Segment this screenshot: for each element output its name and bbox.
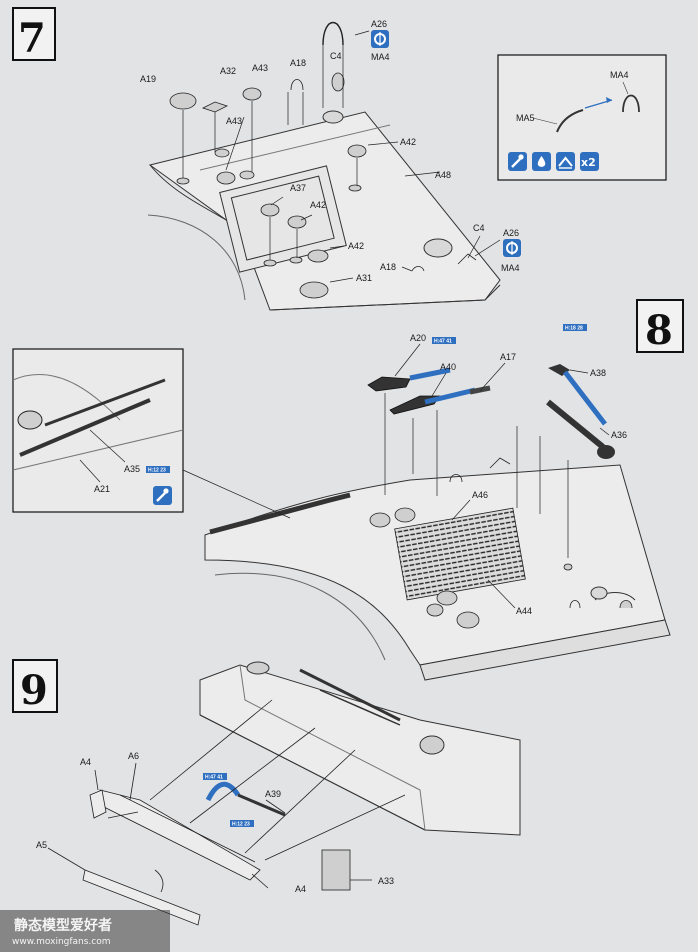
label-a40: A40 [440,362,456,372]
ref-a38: H:18 28 [565,326,583,332]
wrench-icon [153,486,172,505]
step-7-inset: MA4 MA5 x2 [497,54,667,181]
step-7-badge [12,7,56,61]
label-a43-top: A43 [252,63,268,73]
label-a42-low: A42 [348,241,364,251]
assembly-symbol-icon [503,239,521,257]
label-a36: A36 [611,430,627,440]
step-8-number: 8 [645,307,673,354]
step-7-leaders [182,30,501,283]
step-8-fittings [369,457,633,629]
inset-label-ma5: MA5 [516,113,535,123]
label-a48: A48 [435,170,451,180]
reference-tag: H:12 23 [230,820,254,828]
step-8-leaders [384,343,610,609]
label-a31: A31 [356,273,372,283]
label-a39: A39 [265,789,281,799]
step-7-number: 7 [18,15,46,62]
label-a6: A6 [128,751,139,761]
step-7-fittings [169,22,477,299]
label-a26-top: A26 [371,19,387,29]
wrench-icon [508,152,527,171]
step-8-inset: A35 A21 H:12 23 [12,348,291,519]
label-a32: A32 [220,66,236,76]
inset-label-ma4: MA4 [610,70,629,80]
label-ma4-top: MA4 [371,52,390,62]
reference-tag: H:47 41 [432,337,456,345]
ref-a35: H:12 23 [148,468,166,474]
label-a4-left: A4 [80,757,91,767]
watermark: 静态模型爱好者 www.moxingfans.com [0,910,170,952]
assembly-symbol-icon [371,30,389,48]
label-a17: A17 [500,352,516,362]
label-a37: A37 [290,183,306,193]
label-a43-mid: A43 [226,116,242,126]
ref-upper: H:47 41 [205,775,223,781]
ref-a20: H:47 41 [434,339,452,345]
label-a5: A5 [36,840,47,850]
reference-tag: H:18 28 [563,324,587,332]
watermark-name: 静态模型爱好者 [14,917,112,934]
label-a26-low: A26 [503,228,519,238]
label-a44: A44 [516,606,532,616]
label-c4-top: C4 [330,51,342,61]
reference-tag: H:47 41 [203,773,227,781]
step-9-parts [82,781,351,926]
label-a4-bottom: A4 [295,884,306,894]
glue-drop-icon [532,152,551,171]
label-a42-right: A42 [400,137,416,147]
label-c4-low: C4 [473,223,485,233]
ref-lower: H:12 23 [232,822,250,828]
step-9-badge [12,659,58,713]
label-a18-top: A18 [290,58,306,68]
step-9: 9 [12,659,521,926]
label-a20: A20 [410,333,426,343]
label-a35: A35 [124,464,140,474]
label-a46: A46 [472,490,488,500]
step-8: 8 [12,299,684,681]
label-a21: A21 [94,484,110,494]
label-ma4-low: MA4 [501,263,520,273]
step-9-leaders [47,699,406,893]
reference-tag: H:12 23 [146,466,170,474]
step-7: 7 [12,7,667,311]
step-9-number: 9 [20,667,48,714]
label-a18-low: A18 [380,262,396,272]
step-8-badge [636,299,684,353]
label-a42-mid: A42 [310,200,326,210]
step-7-hull [147,110,501,311]
step-9-hull [199,661,521,836]
multiplier-icon: x2 [580,152,599,171]
watermark-url: www.moxingfans.com [12,937,111,947]
label-a33: A33 [378,876,394,886]
bend-icon [556,152,575,171]
multiplier-text: x2 [581,156,596,169]
label-a38: A38 [590,368,606,378]
label-a19: A19 [140,74,156,84]
